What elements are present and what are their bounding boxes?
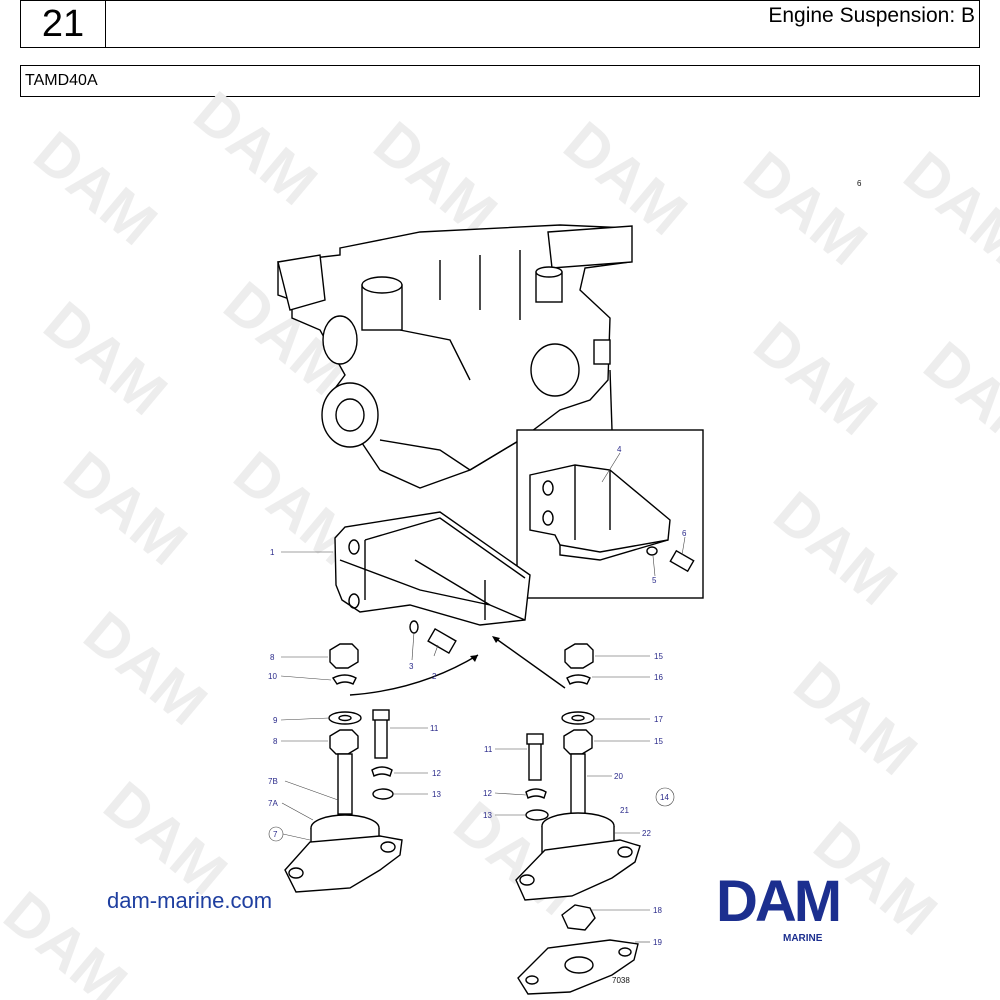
label-3: 3 xyxy=(409,662,414,671)
label-18: 18 xyxy=(653,906,662,915)
label-15-top: 15 xyxy=(654,652,663,661)
svg-text:DAM: DAM xyxy=(782,649,930,788)
label-11-right: 11 xyxy=(484,745,493,754)
website-link[interactable]: dam-marine.com xyxy=(107,888,273,913)
svg-text:DAM: DAM xyxy=(362,109,510,248)
label-7: 7 xyxy=(273,830,278,839)
label-7a: 7A xyxy=(268,799,278,808)
label-1: 1 xyxy=(270,548,275,557)
group-number-box: 21 xyxy=(20,0,106,48)
label-11-left: 11 xyxy=(430,724,439,733)
dam-logo-subtitle: MARINE xyxy=(783,933,823,944)
svg-text:DAM: DAM xyxy=(742,309,890,448)
svg-text:DAM: DAM xyxy=(32,289,180,428)
left-mount-stack xyxy=(284,643,403,893)
label-4: 4 xyxy=(617,445,622,454)
label-21: 21 xyxy=(620,806,629,815)
svg-text:DAM: DAM xyxy=(22,119,170,258)
part-labels: 1 2 3 4 5 6 6 8 10 9 8 7B 7A 7 11 12 13 … xyxy=(268,179,862,985)
label-20: 20 xyxy=(614,772,623,781)
drawing-number: 7038 xyxy=(612,976,630,985)
label-7-circle xyxy=(268,826,284,842)
model-box: TAMD40A xyxy=(20,65,980,97)
model-name: TAMD40A xyxy=(25,72,98,89)
label-12-left: 12 xyxy=(432,769,441,778)
label-7b: 7B xyxy=(268,777,278,786)
label-19: 19 xyxy=(653,938,662,947)
inset-detail-box xyxy=(516,369,704,599)
svg-text:DAM: DAM xyxy=(892,139,1000,278)
svg-text:DAM: DAM xyxy=(912,329,1000,468)
label-13-left: 13 xyxy=(432,790,441,799)
leader-lines xyxy=(280,452,686,943)
title-box: Engine Suspension: B xyxy=(105,0,980,48)
label-12-right: 12 xyxy=(483,789,492,798)
label-14: 14 xyxy=(660,793,669,802)
svg-text:DAM: DAM xyxy=(182,79,330,218)
label-10: 10 xyxy=(268,672,277,681)
label-22: 22 xyxy=(642,829,651,838)
label-16: 16 xyxy=(654,673,663,682)
right-mount-stack xyxy=(515,643,641,995)
label-6-top: 6 xyxy=(857,179,862,188)
svg-text:DAM: DAM xyxy=(72,599,220,738)
label-5: 5 xyxy=(652,576,657,585)
svg-text:DAM: DAM xyxy=(762,479,910,618)
label-2: 2 xyxy=(432,672,437,681)
label-6: 6 xyxy=(682,529,687,538)
label-13-right: 13 xyxy=(483,811,492,820)
label-15-bottom: 15 xyxy=(654,737,663,746)
svg-text:DAM: DAM xyxy=(92,769,240,908)
svg-text:DAM: DAM xyxy=(52,439,200,578)
engine-block xyxy=(277,224,633,489)
label-8-bottom: 8 xyxy=(273,737,278,746)
label-8-top: 8 xyxy=(270,653,275,662)
engine-bracket xyxy=(334,511,531,655)
dam-watermark: DAM DAM DAM DAM DAM DAM DAM DAM DAM DAM … xyxy=(0,79,1000,1000)
group-number: 21 xyxy=(41,3,85,45)
label-17: 17 xyxy=(654,715,663,724)
page-title: Engine Suspension: B xyxy=(768,4,975,27)
svg-text:DAM: DAM xyxy=(732,139,880,278)
dam-logo: DAM xyxy=(716,869,842,934)
label-14-circle xyxy=(655,787,675,807)
label-9: 9 xyxy=(273,716,278,725)
